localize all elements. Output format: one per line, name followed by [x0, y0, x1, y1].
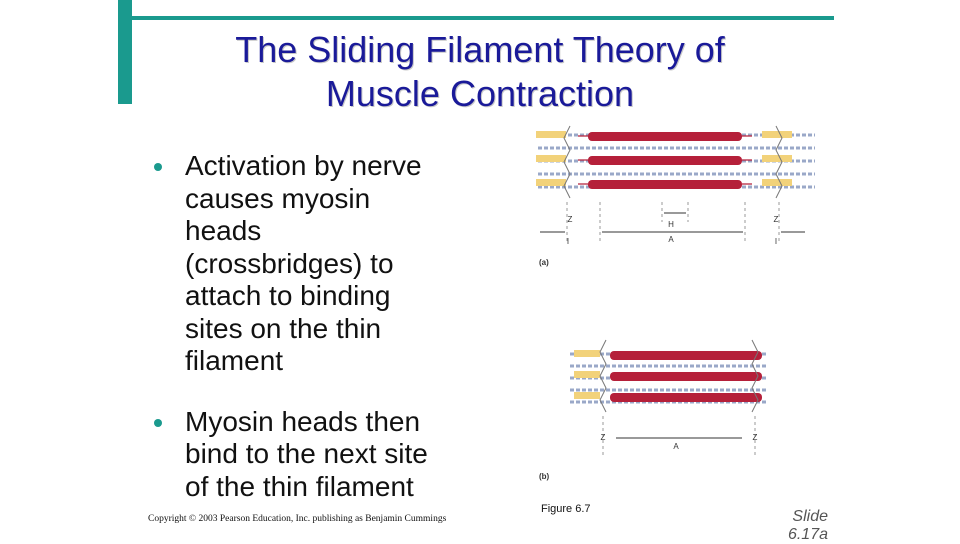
slide-title: The Sliding Filament Theory of Muscle Co… — [150, 28, 810, 116]
bullet-line: Myosin heads then — [185, 405, 421, 437]
panel-b-contracted: Z Z A (b) — [539, 339, 768, 481]
a-band-label: A — [673, 442, 679, 451]
bullet-line: sites on the thin — [185, 312, 382, 344]
h-zone-label: H — [668, 220, 674, 229]
figure-caption: Figure 6.7 — [541, 503, 591, 515]
z-label: Z — [601, 433, 606, 442]
bullet-line: heads — [185, 215, 262, 246]
slide-number: Slide 6.17a — [787, 508, 828, 543]
accent-bar-vertical — [118, 0, 132, 104]
z-label: Z — [568, 215, 573, 224]
panel-a-label: (a) — [539, 258, 549, 267]
a-band-label: A — [668, 235, 674, 244]
i-band-label: I — [567, 237, 569, 246]
title-line-1: The Sliding Filament Theory of — [235, 29, 725, 70]
panel-b-label: (b) — [539, 472, 550, 481]
accent-bar-horizontal — [132, 16, 834, 20]
sarcomere-figure: Z Z H A I I (a) — [536, 125, 815, 481]
panel-a-relaxed: Z Z H A I I (a) — [536, 125, 815, 267]
bullet-line: (crossbridges) to — [185, 247, 394, 279]
bullet-item: Activation by nerve causes myosin heads … — [145, 150, 495, 378]
bullet-list: Activation by nerve causes myosin heads … — [145, 150, 495, 503]
bullet-dot-icon — [154, 418, 162, 427]
bullet-line: Activation by nerve — [185, 150, 422, 181]
copyright-notice: Copyright © 2003 Pearson Education, Inc.… — [148, 514, 447, 524]
bullet-line: causes myosin — [185, 182, 371, 214]
i-band-label: I — [775, 237, 777, 246]
z-label: Z — [774, 215, 779, 224]
title-line-2: Muscle Contraction — [325, 73, 635, 114]
bullet-line: bind to the next site — [185, 438, 428, 469]
bullet-item: Myosin heads then bind to the next site … — [145, 406, 495, 504]
bullet-dot-icon — [154, 163, 162, 171]
z-label: Z — [753, 433, 758, 442]
bullet-line: of the thin filament — [185, 470, 414, 502]
bullet-line: attach to binding — [185, 280, 391, 311]
bullet-line: filament — [185, 345, 284, 376]
